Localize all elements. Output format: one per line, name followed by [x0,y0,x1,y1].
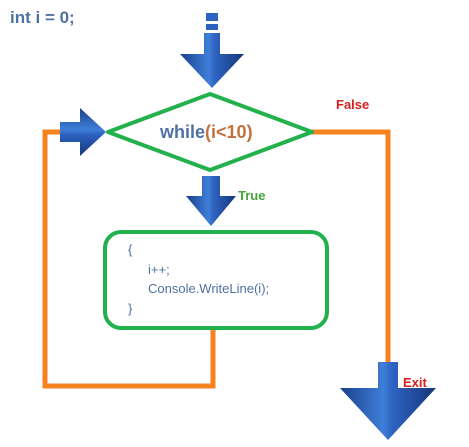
start-arrow-icon [180,13,244,88]
false-branch-line [312,129,391,365]
false-label: False [336,97,370,112]
true-label: True [238,188,266,203]
loop-body-box [103,230,329,330]
condition-expression: i<10 [211,122,247,142]
condition-close-paren: ) [246,122,253,142]
init-statement: int i = 0; [10,8,75,27]
condition-open-paren: ( [205,122,212,142]
exit-arrow-icon [340,362,436,440]
loop-back-line [42,129,216,389]
code-line-writeline: Console.WriteLine(i); [148,281,270,296]
condition-label: while(i<10) [160,122,253,143]
code-open-brace: { [128,242,133,257]
condition-keyword: while [160,122,206,142]
code-close-brace: } [128,300,133,316]
code-line-increment: i++; [148,261,170,277]
condition-diamond [106,92,314,172]
loop-entry-arrow-icon [60,108,106,156]
loop-body-code: { i++; Console.WriteLine(i); } [128,240,269,318]
true-arrow-icon [186,176,236,226]
exit-label: Exit [403,375,427,390]
